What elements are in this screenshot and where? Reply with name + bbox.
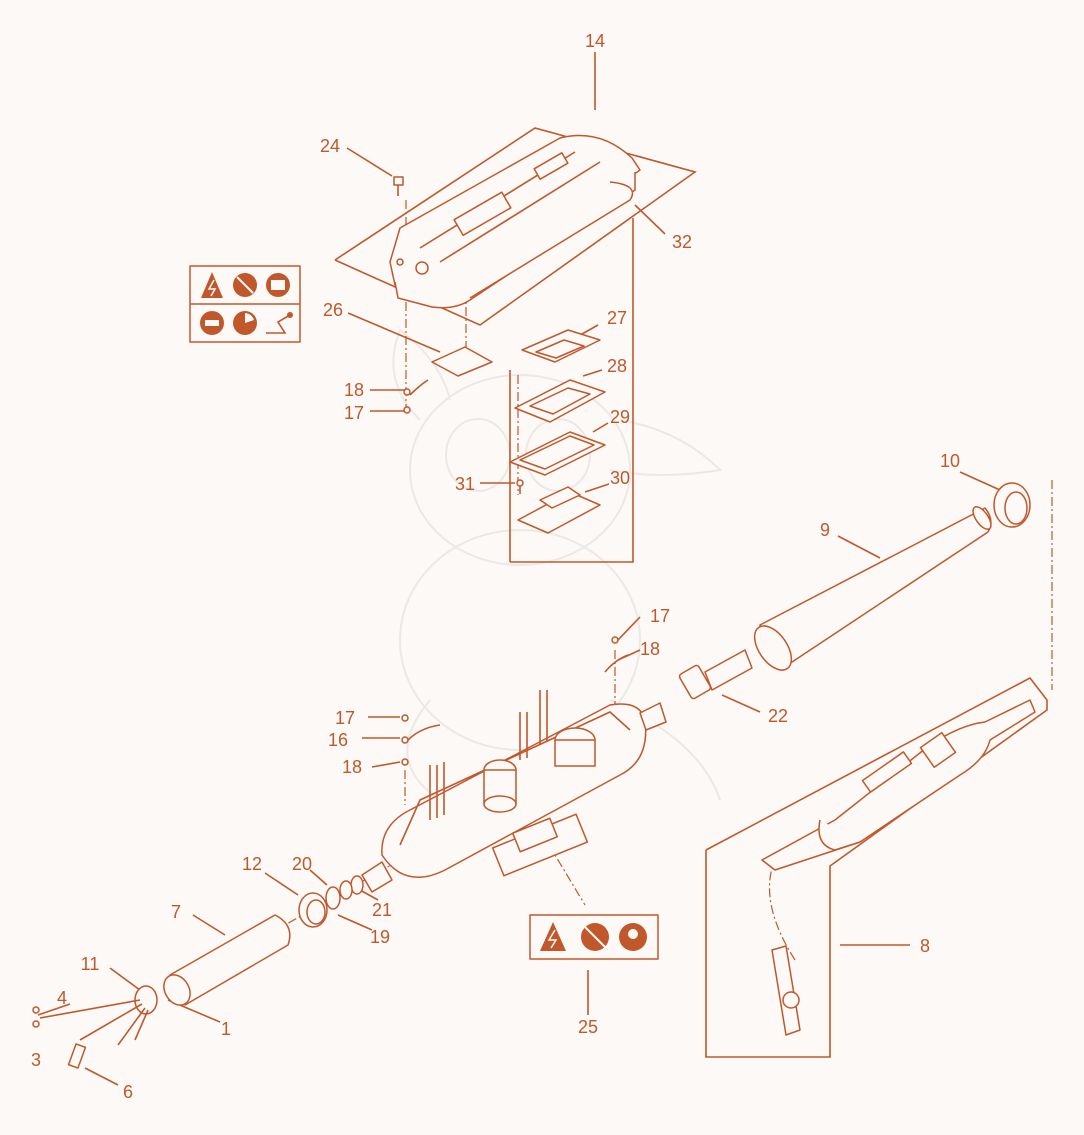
sealing-ring [993, 482, 1031, 528]
cone-sleeve [753, 506, 992, 671]
leader-lines [37, 52, 1048, 1086]
part-label-7: 7 [171, 902, 181, 922]
top-cover [389, 134, 641, 309]
cable-protection-tube [163, 914, 291, 1006]
screw [393, 176, 404, 196]
part-label-30: 30 [610, 468, 630, 488]
part-label-31: 31 [455, 474, 475, 494]
part-number-labels: 14 24 32 26 27 28 18 17 29 10 30 31 9 17… [31, 31, 960, 1102]
part-label-29: 29 [610, 407, 630, 427]
cable-gland [678, 649, 753, 700]
part-label-17-top: 17 [344, 403, 364, 423]
part-label-1: 1 [221, 1019, 231, 1039]
cover-gasket [469, 181, 634, 299]
part-label-18-mid: 18 [342, 757, 362, 777]
part-label-14: 14 [585, 31, 605, 51]
part-label-4: 4 [57, 988, 67, 1008]
part-label-6: 6 [123, 1082, 133, 1102]
part-label-28: 28 [607, 356, 627, 376]
part-label-16: 16 [328, 730, 348, 750]
part-label-25: 25 [578, 1017, 598, 1037]
handle-assembly [761, 699, 1036, 1036]
cable-lug-mid [401, 714, 441, 766]
part-label-18-top: 18 [344, 380, 364, 400]
part-label-8: 8 [920, 936, 930, 956]
cable-ends [32, 985, 158, 1069]
cable-lug-top [403, 379, 429, 414]
part-label-27: 27 [607, 308, 627, 328]
switch-stack [509, 329, 606, 534]
warning-sticker-bottom [529, 914, 659, 960]
part-label-22: 22 [768, 706, 788, 726]
label-plate [431, 346, 493, 377]
part-label-18-right: 18 [640, 639, 660, 659]
welding-icon [266, 312, 293, 334]
part-label-32: 32 [672, 232, 692, 252]
part-label-12: 12 [242, 854, 262, 874]
motor-housing [361, 702, 667, 893]
part-label-19: 19 [370, 927, 390, 947]
part-label-11: 11 [81, 954, 100, 974]
part-label-9: 9 [820, 520, 830, 540]
electric-shock-warning-icon [540, 922, 566, 951]
warning-sticker-top [189, 265, 301, 343]
part-label-3: 3 [31, 1050, 41, 1070]
part-label-21: 21 [372, 900, 392, 920]
bearing-rings [298, 875, 364, 928]
part-label-10: 10 [940, 451, 960, 471]
part-label-20: 20 [292, 854, 312, 874]
part-label-26: 26 [323, 300, 343, 320]
terminal-wires [429, 690, 548, 820]
cable-lug-right [604, 636, 629, 673]
part-label-24: 24 [320, 136, 340, 156]
part-label-17-mid: 17 [335, 708, 355, 728]
part-label-17-right: 17 [650, 606, 670, 626]
